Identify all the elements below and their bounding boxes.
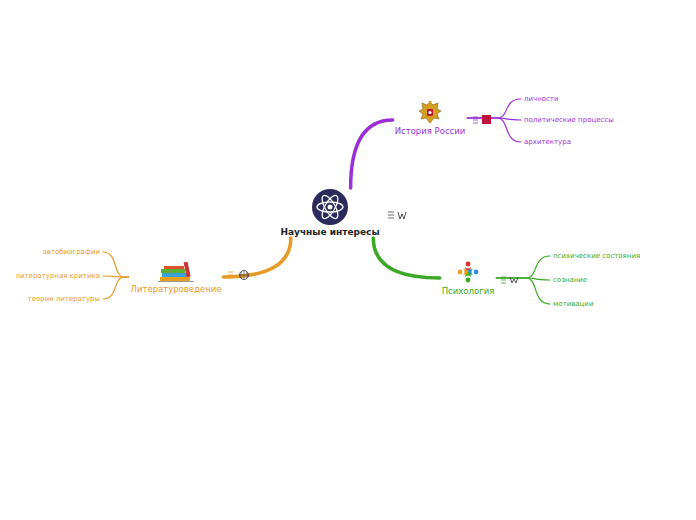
leaf-topic: автобиографии (41, 247, 102, 257)
branch-connector (351, 120, 393, 188)
leaf-topic: политические процессы (522, 115, 616, 125)
main-topic: Психология (440, 259, 497, 297)
topic-icon (278, 188, 381, 226)
topic-label: автобиографии (41, 247, 102, 257)
topic-icon (393, 99, 468, 125)
topic-label: Литературоведение (129, 283, 224, 295)
topic-label: архитектура (522, 137, 573, 147)
topic-label: психические состояния (551, 251, 642, 261)
leaf-topic: литературная критика (14, 271, 102, 281)
topic-label: Научные интересы (278, 226, 381, 238)
topic-label: сознание (551, 275, 589, 285)
main-topic: История России (393, 99, 468, 137)
branch-connector (496, 256, 550, 278)
leaf-topic: сознание (551, 275, 589, 285)
branch-connector (467, 99, 521, 118)
topic-label: мотивации (551, 299, 595, 309)
topic-label: политические процессы (522, 115, 616, 125)
branch-connector (373, 238, 439, 278)
main-topic: Литературоведение (129, 259, 224, 295)
branch-connector (103, 252, 129, 277)
topic-label: теория литературы (26, 294, 102, 304)
leaf-topic: психические состояния (551, 251, 642, 261)
central-topic: Научные интересы (278, 188, 381, 238)
note-icons (228, 115, 518, 283)
branch-connector (467, 118, 521, 142)
leaf-topic: теория литературы (26, 294, 102, 304)
topic-label: Психология (440, 285, 497, 297)
topic-label: История России (393, 125, 468, 137)
branch-connector (496, 278, 550, 304)
topic-icon (129, 259, 224, 283)
topic-icon (440, 259, 497, 285)
topic-label: литературная критика (14, 271, 102, 281)
leaf-topic: личности (522, 94, 561, 104)
leaf-topic: архитектура (522, 137, 573, 147)
branch-connector (103, 277, 129, 299)
branch-connector (223, 238, 290, 277)
topic-label: личности (522, 94, 561, 104)
leaf-topic: мотивации (551, 299, 595, 309)
